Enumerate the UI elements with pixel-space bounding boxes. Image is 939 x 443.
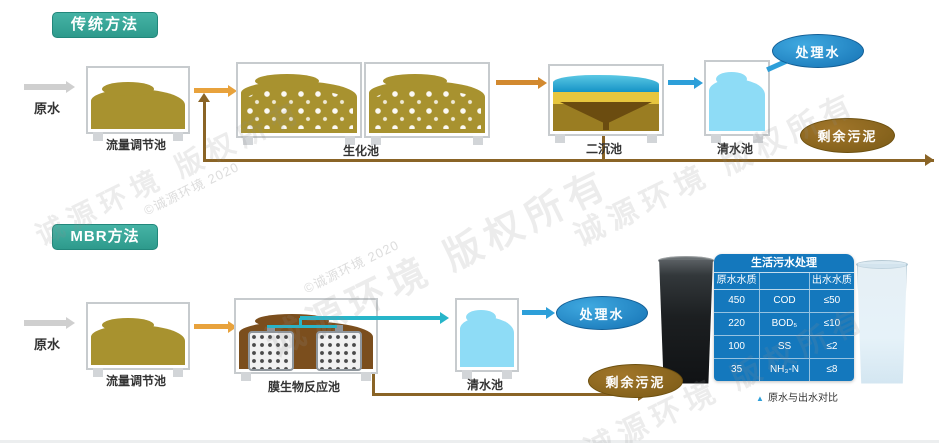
raw-water-label: 原水 bbox=[33, 337, 60, 352]
raw-value: 220 bbox=[728, 318, 745, 329]
flow-arrow-to-sedimentation bbox=[496, 80, 538, 85]
flow-regulation-tank bbox=[86, 66, 190, 141]
clarifier-funnel bbox=[560, 102, 652, 124]
clean-water-tank-label: 清水池 bbox=[466, 378, 503, 392]
sludge-drop-line bbox=[372, 369, 375, 395]
parameter: BOD₅ bbox=[759, 313, 809, 335]
raw-value: 35 bbox=[731, 364, 743, 375]
sludge-return-arrowhead bbox=[198, 93, 210, 102]
clean-water-liquid bbox=[709, 72, 765, 131]
membrane-module bbox=[248, 331, 294, 371]
olive-liquid bbox=[91, 82, 185, 129]
bio-tank-compartment-1 bbox=[236, 62, 362, 145]
sludge-drop-line bbox=[602, 132, 605, 160]
aeration-bubbles bbox=[373, 89, 481, 129]
out-value: ≤8 bbox=[808, 359, 854, 381]
excess-sludge-line bbox=[372, 393, 644, 396]
raw-value: 450 bbox=[728, 295, 745, 306]
transition-layer bbox=[553, 92, 659, 104]
table-row: 35 NH₃-N ≤8 bbox=[714, 358, 854, 381]
clean-water-tank bbox=[704, 60, 770, 143]
page-bottom-edge bbox=[0, 440, 939, 443]
raw-quality-header: 原水水质 bbox=[716, 275, 757, 286]
parameter: NH₃-N bbox=[759, 359, 809, 381]
clarifier-outlet bbox=[603, 122, 609, 130]
watermark-copyright: ©诚源环境 2020 bbox=[141, 159, 242, 219]
sludge-return-line bbox=[203, 102, 206, 160]
secondary-sedimentation-tank bbox=[548, 64, 664, 143]
flow-arrow-to-clean bbox=[668, 80, 694, 85]
parameter-header bbox=[759, 273, 809, 289]
flow-arrow-to-treated bbox=[522, 310, 546, 315]
bio-tank-compartment-2 bbox=[364, 62, 490, 145]
traditional-method-badge: 传统方法 bbox=[52, 12, 158, 38]
raw-water-inflow-arrow bbox=[24, 320, 66, 326]
olive-liquid bbox=[369, 74, 485, 133]
comparison-caption: ▲原水与出水对比 bbox=[722, 389, 872, 404]
raw-water-glass bbox=[658, 256, 714, 386]
membrane-module bbox=[316, 331, 362, 371]
table-title: 生活污水处理 bbox=[714, 254, 854, 273]
olive-liquid bbox=[241, 74, 357, 133]
treated-water-glass bbox=[856, 260, 908, 386]
clear-water bbox=[857, 264, 907, 384]
out-value: ≤10 bbox=[808, 313, 854, 335]
aeration-bubbles bbox=[245, 89, 353, 129]
dark-water bbox=[659, 260, 713, 384]
out-quality-header: 出水水质 bbox=[808, 273, 854, 289]
excess-sludge-ellipse: 剩余污泥 bbox=[800, 118, 895, 153]
permeate-suction-arrow bbox=[300, 316, 440, 320]
triangle-bullet-icon: ▲ bbox=[756, 394, 764, 403]
olive-liquid bbox=[91, 318, 185, 365]
membrane-bioreactor-tank bbox=[234, 298, 378, 381]
mbr-method-badge: MBR方法 bbox=[52, 224, 158, 250]
flow-arrow-to-mbr bbox=[194, 324, 228, 329]
excess-sludge-ellipse: 剩余污泥 bbox=[588, 364, 683, 398]
table-row: 450 COD ≤50 bbox=[714, 290, 854, 312]
table-row: 100 SS ≤2 bbox=[714, 335, 854, 358]
out-value: ≤2 bbox=[808, 336, 854, 358]
mbr-tank-label: 膜生物反应池 bbox=[267, 380, 340, 394]
clean-water-tank bbox=[455, 298, 519, 379]
excess-sludge-arrowhead bbox=[925, 154, 934, 166]
water-quality-table: 生活污水处理 原水水质 出水水质 450 COD ≤50 220 BOD₅ ≤1… bbox=[714, 254, 854, 381]
clean-water-tank-label: 清水池 bbox=[716, 142, 753, 156]
sedimentation-tank-label: 二沉池 bbox=[585, 142, 622, 156]
excess-sludge-line bbox=[203, 159, 934, 162]
raw-value: 100 bbox=[728, 341, 745, 352]
flow-arrow-to-bio bbox=[194, 88, 228, 93]
parameter: COD bbox=[759, 290, 809, 312]
caption-text: 原水与出水对比 bbox=[767, 393, 838, 404]
treated-water-ellipse: 处理水 bbox=[556, 296, 648, 330]
flow-regulation-tank-label: 流量调节池 bbox=[105, 374, 166, 388]
membrane-manifold-line bbox=[267, 325, 337, 328]
treated-water-ellipse: 处理水 bbox=[772, 34, 864, 68]
watermark-copyright: ©诚源环境 2020 bbox=[301, 237, 402, 297]
flow-regulation-tank bbox=[86, 302, 190, 377]
out-value: ≤50 bbox=[808, 290, 854, 312]
clean-water-liquid bbox=[460, 310, 514, 367]
flow-regulation-tank-label: 流量调节池 bbox=[105, 138, 166, 152]
permeate-riser-line bbox=[299, 318, 302, 327]
bio-tank-label: 生化池 bbox=[342, 144, 379, 158]
table-row: 220 BOD₅ ≤10 bbox=[714, 312, 854, 335]
table-header-row: 原水水质 出水水质 bbox=[714, 273, 854, 290]
parameter: SS bbox=[759, 336, 809, 358]
raw-water-label: 原水 bbox=[33, 101, 60, 116]
raw-water-inflow-arrow bbox=[24, 84, 66, 90]
clarified-water-layer bbox=[553, 75, 659, 92]
